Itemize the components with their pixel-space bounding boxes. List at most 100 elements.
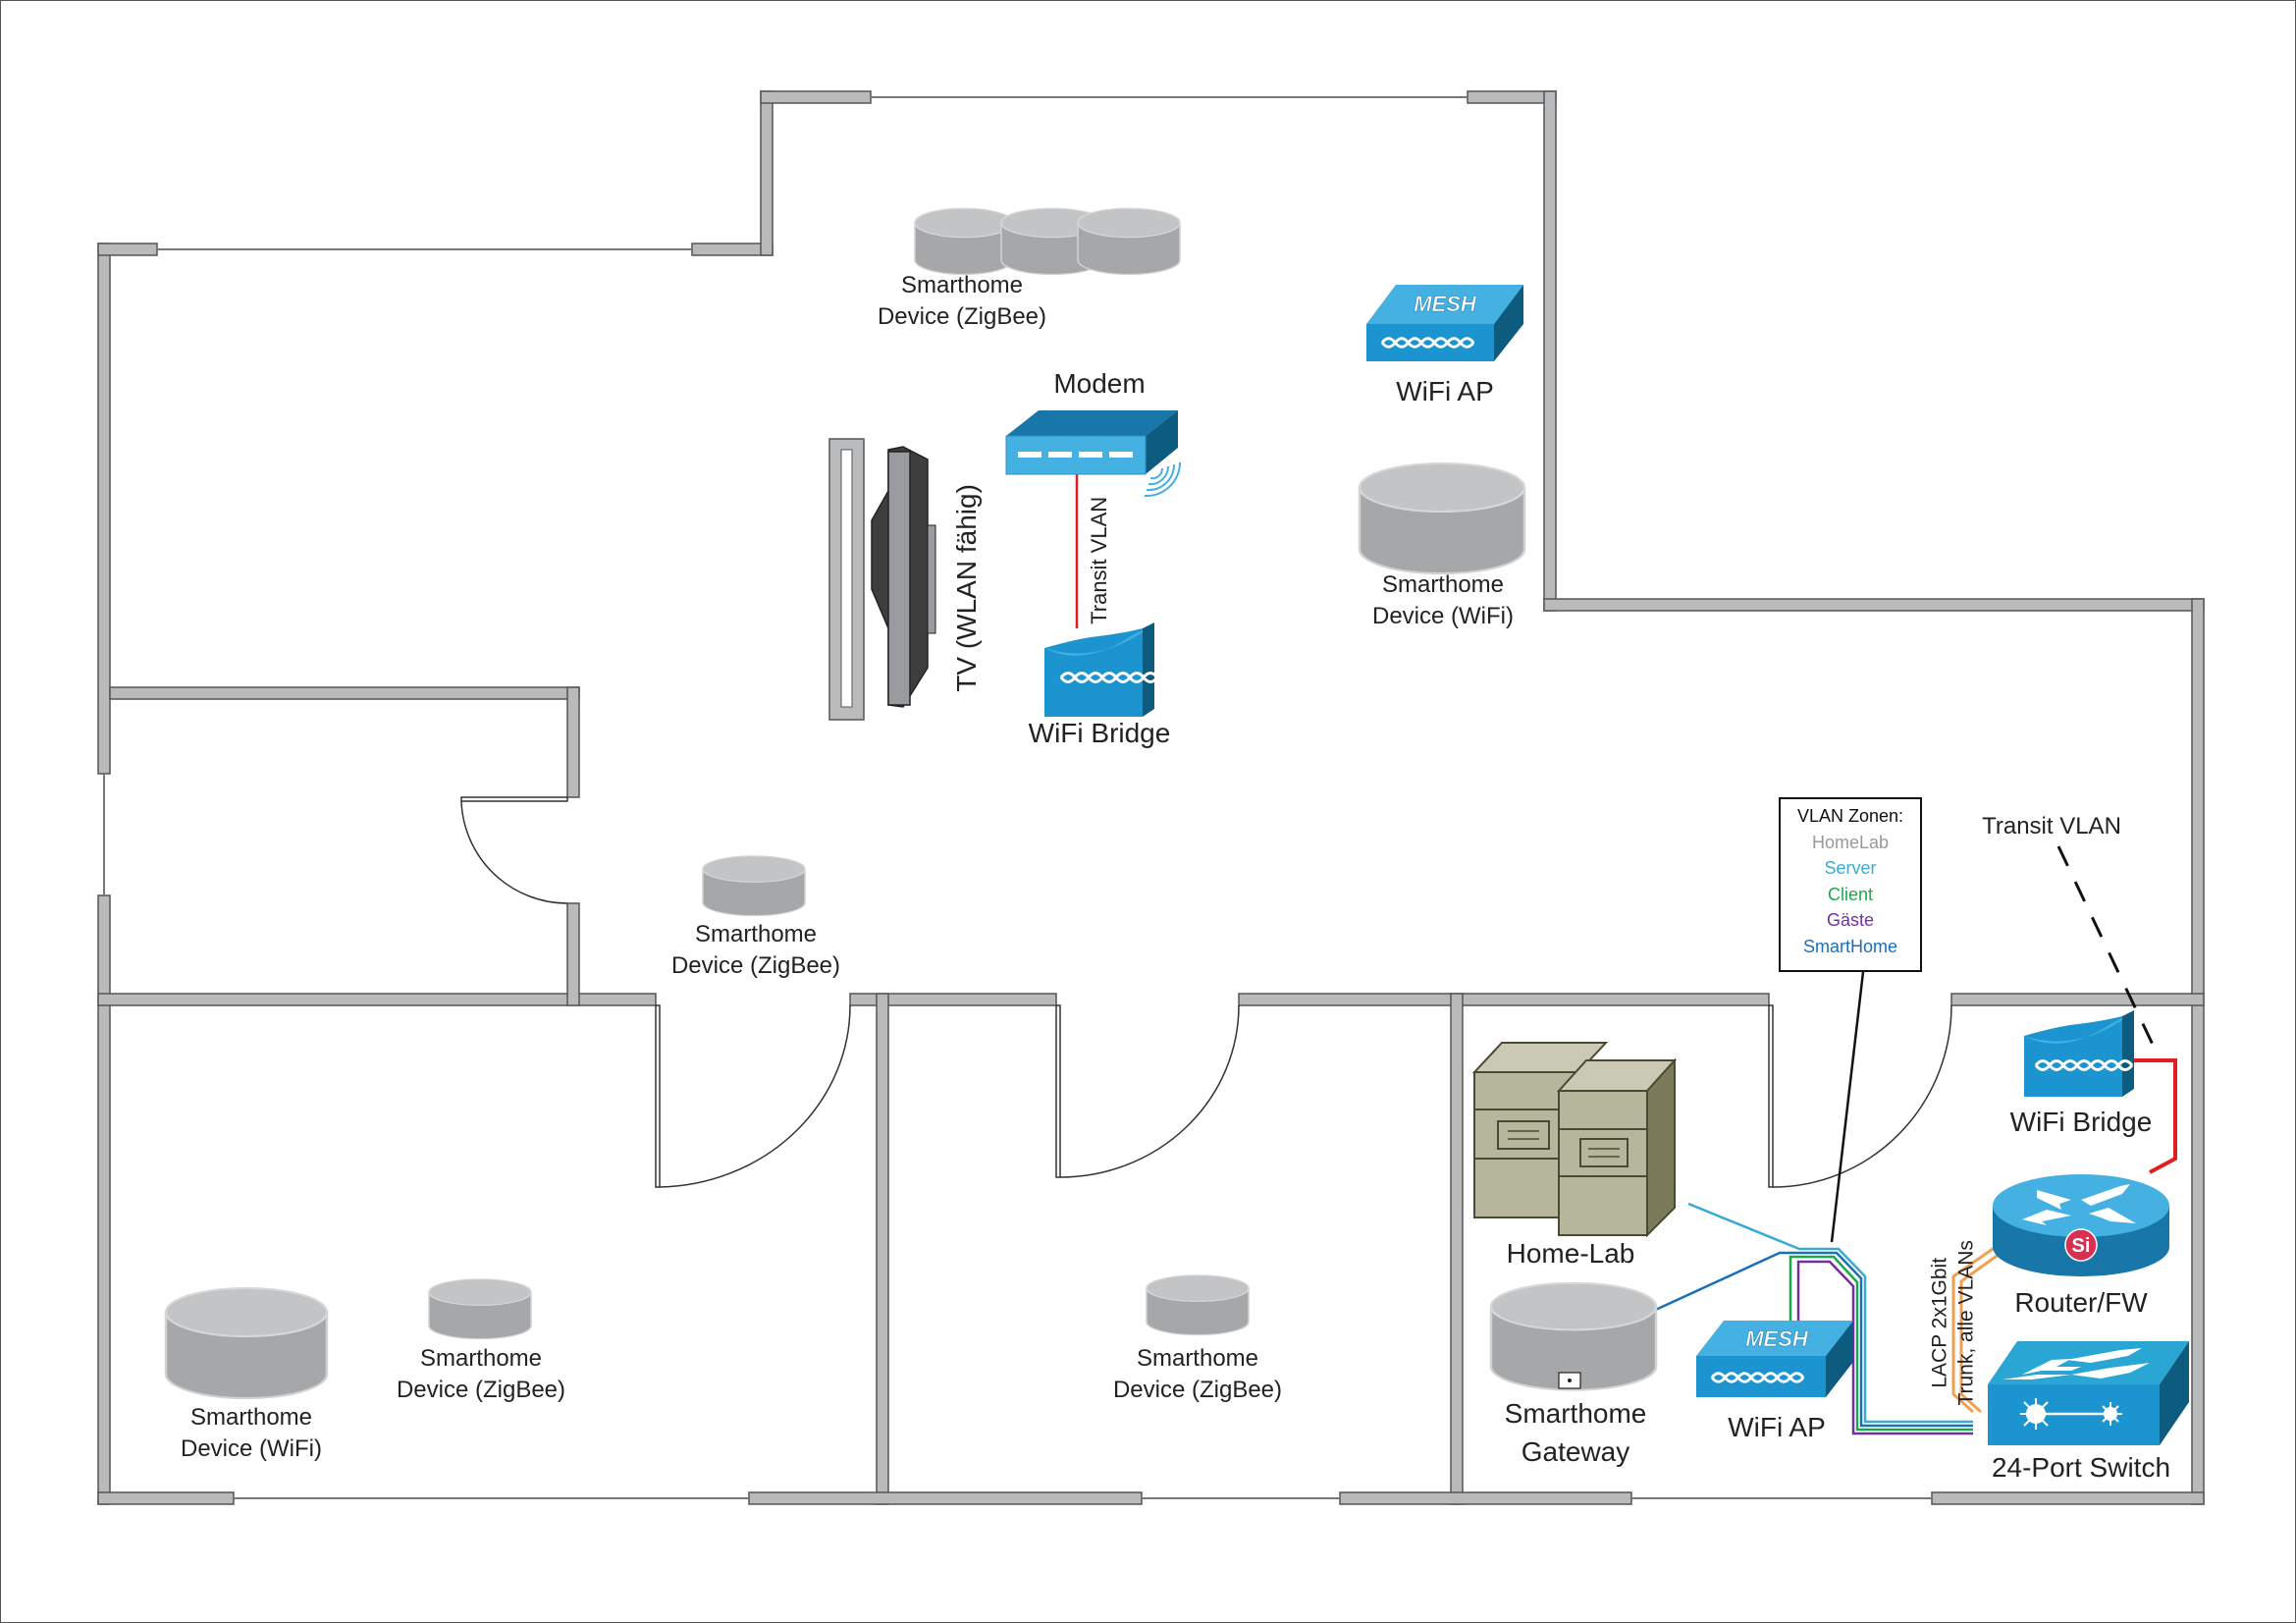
- wall-bottom-3: [1339, 1491, 1632, 1505]
- link-transit-dashed: [2056, 845, 2157, 1050]
- label-line: Smarthome: [694, 921, 818, 947]
- wall-step: [760, 90, 774, 256]
- vlan-zone-client: Client: [1827, 884, 1874, 904]
- modem-icon: [1005, 410, 1182, 498]
- wall-interior-1: [97, 993, 657, 1006]
- vlan-legend: VLAN Zonen: HomeLab Server Client Gäste …: [1779, 797, 1922, 972]
- wifi-ap-mesh-room3-icon: MESH: [1696, 1321, 1853, 1397]
- label-wifi-device-room1: Smarthome Device (WiFi): [124, 1402, 379, 1466]
- router-badge: Si: [2072, 1235, 2091, 1257]
- wall-right-upper: [1543, 90, 1557, 612]
- wall-top-left: [97, 243, 158, 256]
- wall-interior-3: [1238, 993, 1770, 1006]
- label-line: Device (ZigBee): [877, 303, 1047, 331]
- zigbee-device-room1-icon: [428, 1278, 532, 1340]
- label-transit-vlan-right: Transit VLAN: [1982, 813, 2121, 839]
- link-bridge-router: [2130, 1058, 2177, 1174]
- label-modem: Modem: [1053, 368, 1146, 399]
- wall-divider-1: [876, 993, 889, 1505]
- label-zigbee-top: Smarthome Device (ZigBee): [834, 270, 1090, 334]
- svg-text:MESH: MESH: [1745, 1326, 1809, 1351]
- wall-right-outer: [2191, 598, 2205, 1505]
- label-line: Smarthome: [1504, 1398, 1647, 1429]
- door-room2-leaf: [1055, 1004, 1061, 1178]
- label-line: Smarthome: [1136, 1345, 1259, 1372]
- connections: [1075, 473, 2177, 1435]
- doors: [460, 796, 1952, 1188]
- wifi-bridge-icon: [1044, 622, 1159, 717]
- label-line: LACP 2x1Gbit: [1928, 1257, 1951, 1388]
- smarthome-gateway-icon: [1489, 1281, 1658, 1391]
- wifi-bridge-room3-icon: [2024, 1010, 2134, 1097]
- label-line: Device (ZigBee): [1112, 1377, 1283, 1404]
- label-zigbee-room1: Smarthome Device (ZigBee): [353, 1343, 609, 1407]
- label-line: Device (WiFi): [181, 1435, 322, 1463]
- vlan-legend-pointer: [1830, 971, 1865, 1243]
- router-icon: Si: [1993, 1174, 2169, 1276]
- label-transit-vlan-top: Transit VLAN: [1087, 496, 1112, 624]
- wall-bottom-2: [748, 1491, 1143, 1505]
- door-room3-arc: [1772, 1004, 1952, 1188]
- label-switch: 24-Port Switch: [1991, 1452, 2171, 1483]
- label-zigbee-room2: Smarthome Device (ZigBee): [1070, 1343, 1325, 1407]
- door-closet-leaf: [460, 796, 568, 802]
- label-homelab: Home-Lab: [1506, 1238, 1635, 1269]
- wall-bottom-1: [97, 1491, 235, 1505]
- label-wifi-device-main: Smarthome Device (WiFi): [1325, 569, 1561, 633]
- label-line: Smarthome: [900, 272, 1024, 298]
- zigbee-device-top-icon: [914, 207, 1181, 276]
- wall-closet-top: [109, 686, 580, 700]
- label-router: Router/FW: [2014, 1287, 2148, 1318]
- wall-left-lower: [97, 894, 111, 1505]
- wall-closet-right-upper: [566, 686, 580, 798]
- label-line: Gateway: [1521, 1436, 1630, 1468]
- vlan-zone-homelab: HomeLab: [1811, 832, 1890, 852]
- label-gateway: Smarthome Gateway: [1458, 1394, 1693, 1471]
- zigbee-device-room2-icon: [1146, 1274, 1250, 1336]
- label-wifi-ap-top: WiFi AP: [1396, 376, 1494, 406]
- label-line: Smarthome: [419, 1345, 543, 1372]
- wifi-device-main-icon: [1358, 461, 1526, 575]
- link-ap-guests: [1796, 1260, 1973, 1435]
- label-line: Device (ZigBee): [396, 1377, 566, 1404]
- wireless-icon: [1144, 461, 1182, 498]
- label-lacp: LACP 2x1Gbit Trunk, alle VLANs: [1927, 1215, 1981, 1431]
- label-wifi-ap-room3: WiFi AP: [1728, 1412, 1826, 1442]
- link-lacp-2: [1959, 1247, 2007, 1414]
- door-room2-arc: [1059, 1004, 1240, 1178]
- wall-right-step: [1543, 598, 2205, 612]
- switch-icon: [1988, 1341, 2189, 1445]
- wall-closet-right-lower: [566, 902, 580, 1006]
- link-lacp-1: [1951, 1240, 2003, 1414]
- label-wifi-bridge-top: WiFi Bridge: [1028, 718, 1171, 748]
- svg-text:MESH: MESH: [1414, 292, 1477, 316]
- wall-bottom-4: [1931, 1491, 2205, 1505]
- label-line: Trunk, alle VLANs: [1955, 1240, 1978, 1406]
- link-homelab: [1687, 1202, 1973, 1424]
- windows: [103, 96, 1932, 1499]
- link-gateway: [1648, 1251, 1973, 1428]
- wall-top-mid: [760, 90, 872, 104]
- wall-top-right: [1467, 90, 1557, 104]
- vlan-zone-smarthome: SmartHome: [1802, 936, 1898, 956]
- homelab-servers-icon: [1471, 1042, 1678, 1238]
- label-zigbee-hall: Smarthome Device (ZigBee): [628, 919, 883, 983]
- zigbee-device-hall-icon: [702, 855, 806, 917]
- door-closet-arc: [460, 800, 568, 904]
- wifi-ap-mesh-icon: MESH: [1366, 285, 1523, 361]
- label-line: Smarthome: [1381, 571, 1505, 598]
- label-wifi-bridge-room3: WiFi Bridge: [2009, 1107, 2153, 1137]
- tv-icon: [828, 438, 936, 721]
- door-room1-arc: [659, 1004, 851, 1188]
- vlan-legend-title: VLAN Zonen:: [1796, 806, 1904, 826]
- label-tv: TV (WLAN fähig): [951, 484, 983, 692]
- door-room1-leaf: [655, 1004, 661, 1188]
- label-line: Device (WiFi): [1372, 603, 1514, 630]
- wall-interior-4: [1950, 993, 2205, 1006]
- walls: [97, 90, 2205, 1505]
- label-line: Device (ZigBee): [670, 952, 841, 980]
- wall-interior-2: [849, 993, 1057, 1006]
- link-ap-client: [1789, 1255, 1973, 1432]
- vlan-zone-gaeste: Gäste: [1826, 910, 1875, 930]
